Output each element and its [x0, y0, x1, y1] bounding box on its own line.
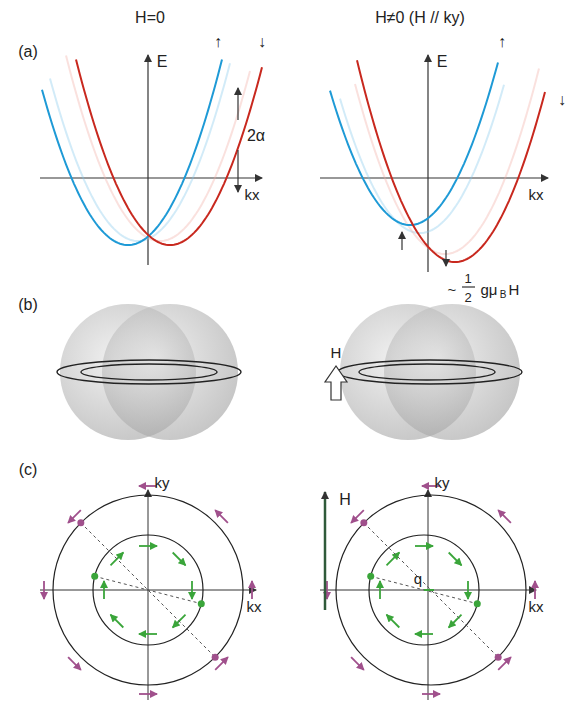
- spin-arrow: [111, 615, 124, 628]
- pair-dot: [367, 573, 374, 580]
- zeeman-label: H: [509, 282, 520, 297]
- spin-arrow: [43, 581, 45, 599]
- fermi-surface: [57, 304, 522, 440]
- axis-label: E: [437, 54, 448, 70]
- spin-arrow: [449, 615, 462, 628]
- spin-arrow: [215, 510, 228, 523]
- panel-letter: (b): [18, 297, 38, 313]
- spin-arrow: [326, 581, 328, 599]
- band-curve: [355, 68, 539, 254]
- zeeman-label: 2: [464, 291, 471, 304]
- pair-dot: [198, 600, 205, 607]
- spin-arrow: [191, 581, 193, 599]
- axis-label: ky: [155, 475, 170, 490]
- zeeman-label: ~: [448, 282, 457, 297]
- pair-line: [364, 523, 498, 657]
- spin-arrow: [251, 581, 253, 599]
- band-curve: [330, 62, 498, 225]
- field-arrow: [324, 492, 327, 610]
- pair-line: [95, 576, 202, 603]
- splitting-label: 2α: [247, 128, 265, 144]
- band-curve: [42, 59, 222, 245]
- field-arrow: [325, 366, 347, 400]
- spin-arrow: [449, 553, 462, 566]
- spin-arrow: [498, 510, 511, 523]
- spin-arrow: [351, 657, 364, 670]
- axis-label: kx: [529, 187, 544, 202]
- axis-label: E: [157, 54, 168, 70]
- spin-arrow: [415, 545, 433, 547]
- band-curve: [66, 55, 250, 241]
- axis-label: kx: [529, 599, 544, 614]
- axes: [40, 490, 536, 700]
- zeeman-label: gμ: [481, 282, 498, 297]
- band-curve: [340, 85, 504, 233]
- pair-dot: [91, 573, 98, 580]
- q-vector: [424, 589, 434, 591]
- pair-dot: [495, 654, 502, 661]
- spin-arrow: [467, 581, 469, 599]
- spin-arrow: [103, 581, 105, 599]
- band-curves: [42, 55, 545, 262]
- spin-label: ↓: [558, 92, 566, 108]
- axes: [40, 55, 548, 272]
- splitting-arrows: [238, 88, 475, 287]
- pair-line: [81, 523, 215, 657]
- spin-arrow: [173, 553, 186, 566]
- zeeman-label: 1: [464, 272, 471, 285]
- fermi-circle: [336, 495, 526, 685]
- panel-title: H=0: [135, 10, 165, 26]
- spin-arrow: [68, 657, 81, 670]
- pair-dot: [474, 600, 481, 607]
- band-curve: [50, 63, 230, 241]
- spin-arrow: [422, 693, 440, 695]
- spin-label: ↑: [498, 34, 506, 50]
- spin-arrow: [415, 633, 433, 635]
- pair-line: [371, 576, 478, 603]
- spin-arrow: [139, 693, 157, 695]
- spin-label: ↓: [258, 34, 266, 50]
- spin-arrow: [379, 581, 381, 599]
- pair-dot: [212, 654, 219, 661]
- axis-label: ky: [435, 475, 450, 490]
- field-label: H: [331, 345, 342, 360]
- pair-dot: [360, 519, 367, 526]
- spin-textures: [44, 486, 535, 694]
- fermi-circle: [53, 495, 243, 685]
- field-label: H: [339, 492, 351, 508]
- spin-label: ↑: [214, 34, 222, 50]
- spin-arrow: [139, 633, 157, 635]
- axis-label: kx: [245, 187, 260, 202]
- panel-letter: (c): [19, 462, 38, 478]
- spin-arrow: [139, 485, 157, 487]
- zeeman-label: B: [500, 290, 507, 300]
- fermi-circle: [369, 535, 479, 645]
- fermi-circle: [93, 535, 203, 645]
- band-curve: [76, 59, 262, 245]
- axis-label: kx: [247, 599, 262, 614]
- spin-arrow: [387, 553, 400, 566]
- spin-arrow: [387, 615, 400, 628]
- q-label: q: [414, 571, 422, 586]
- panel-letter: (a): [18, 44, 38, 60]
- spin-arrow: [139, 545, 157, 547]
- spin-arrow: [534, 581, 536, 599]
- panel-title: H≠0 (H // ky): [375, 10, 465, 26]
- pair-dot: [77, 519, 84, 526]
- band-curve: [357, 60, 545, 262]
